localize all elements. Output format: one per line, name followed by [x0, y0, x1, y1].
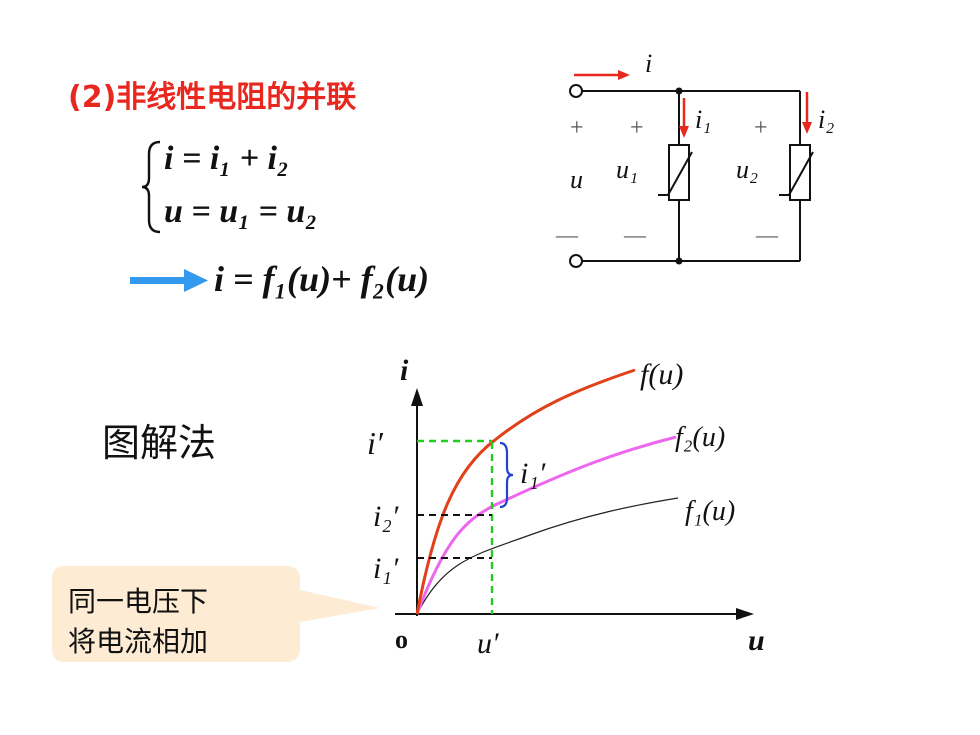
label-voltage-1: u₁ [616, 155, 638, 184]
section-title: (2)非线性电阻的并联 [68, 80, 357, 115]
terminal-bottom [569, 254, 583, 268]
label-voltage-2: u₂ [736, 155, 758, 184]
tick-u-prime: u′ [477, 627, 499, 660]
equation-result: i = f₁(u)+ f₂(u) [214, 259, 430, 299]
callout-bubble [52, 566, 380, 662]
circuit-diagram: i i₁ i₂ + + + u u₁ u₂ — — — [555, 49, 834, 268]
equation-voltage-equal: u = u₁ = u₂ [164, 193, 318, 230]
current-arrow-total [574, 70, 630, 80]
callout-line-2: 将电流相加 [68, 625, 209, 658]
origin-label: o [395, 625, 408, 654]
current-arrow-2 [802, 92, 812, 134]
nonlinear-resistor-2 [789, 144, 811, 201]
brace-i1-prime [499, 441, 514, 509]
minus-sign-branch-1: — [623, 222, 647, 247]
plus-sign-branch-1: + [630, 115, 644, 141]
terminal-top [569, 84, 583, 98]
equation-brace [141, 140, 161, 234]
tick-i2-prime: i₂′ [373, 500, 399, 533]
x-axis [395, 608, 754, 620]
label-current-1: i₁ [695, 105, 711, 134]
curve-f-label: f(u) [640, 358, 683, 391]
plus-sign-branch-2: + [754, 115, 768, 141]
callout-line-1: 同一电压下 [68, 585, 209, 618]
nonlinear-resistor-1 [668, 144, 690, 201]
tick-i-prime: i′ [367, 425, 384, 461]
y-axis-label: i [400, 354, 409, 387]
minus-sign-branch-2: — [755, 222, 779, 247]
curve-f2 [415, 435, 677, 615]
y-axis [411, 388, 423, 616]
iu-graph: i u o f(u) f₂(u) f₁(u) i′ i₂′ i₁′ i₁′ u′ [367, 354, 765, 660]
method-label: 图解法 [102, 421, 217, 465]
current-arrow-1 [679, 98, 689, 138]
plus-sign-source: + [570, 115, 584, 141]
curve-f [415, 368, 636, 615]
label-voltage: u [570, 165, 583, 194]
label-current-2: i₂ [818, 105, 834, 134]
equation-current-sum: i = i₁ + i₂ [164, 140, 289, 177]
label-current-total: i [645, 49, 652, 78]
curve-f1-label: f₁(u) [685, 496, 735, 527]
callout-text: 同一电压下 将电流相加 [68, 582, 290, 662]
brace-label: i₁′ [520, 457, 546, 490]
minus-sign-source: — [555, 222, 579, 247]
curve-f2-label: f₂(u) [675, 422, 725, 453]
curve-f1 [416, 497, 679, 615]
tick-i1-prime: i₁′ [373, 552, 399, 585]
arrow-icon [130, 269, 208, 292]
x-axis-label: u [748, 624, 765, 657]
